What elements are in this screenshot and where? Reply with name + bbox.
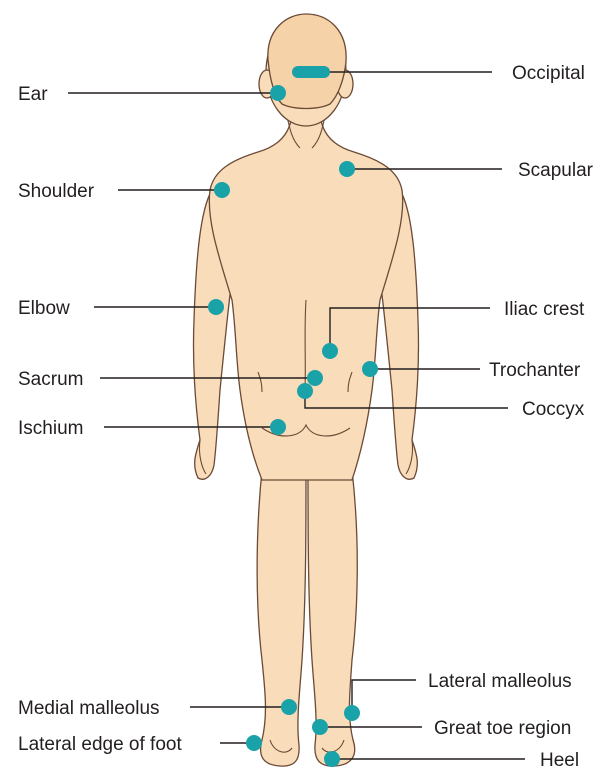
coccyx-marker	[297, 383, 313, 399]
great-toe-region-marker	[312, 719, 328, 735]
medial-malleolus-marker	[281, 699, 297, 715]
label-lateral-edge-of-foot: Lateral edge of foot	[18, 734, 182, 755]
label-iliac-crest: Iliac crest	[504, 299, 585, 320]
elbow-marker	[208, 299, 224, 315]
label-heel: Heel	[540, 750, 579, 769]
label-ear: Ear	[18, 84, 48, 105]
label-occipital: Occipital	[512, 63, 585, 84]
label-elbow: Elbow	[18, 298, 70, 319]
lateral-edge-of-foot-marker	[246, 735, 262, 751]
lateral-malleolus-marker	[344, 705, 360, 721]
iliac-crest-marker	[322, 343, 338, 359]
label-great-toe-region: Great toe region	[434, 718, 571, 739]
trochanter-marker	[362, 361, 378, 377]
label-shoulder: Shoulder	[18, 181, 95, 202]
ear-marker	[270, 85, 286, 101]
label-ischium: Ischium	[18, 418, 83, 439]
shoulder-marker	[214, 182, 230, 198]
label-scapular: Scapular	[518, 160, 594, 181]
label-coccyx: Coccyx	[522, 399, 585, 420]
label-medial-malleolus: Medial malleolus	[18, 698, 160, 719]
sacrum-marker	[307, 370, 323, 386]
heel-marker	[324, 751, 340, 767]
occipital-marker	[292, 66, 330, 78]
label-lateral-malleolus: Lateral malleolus	[428, 671, 572, 692]
label-sacrum: Sacrum	[18, 369, 83, 390]
leader-lateral-malleolus	[352, 680, 416, 712]
scapular-marker	[339, 161, 355, 177]
label-trochanter: Trochanter	[489, 360, 581, 381]
ischium-marker	[270, 419, 286, 435]
